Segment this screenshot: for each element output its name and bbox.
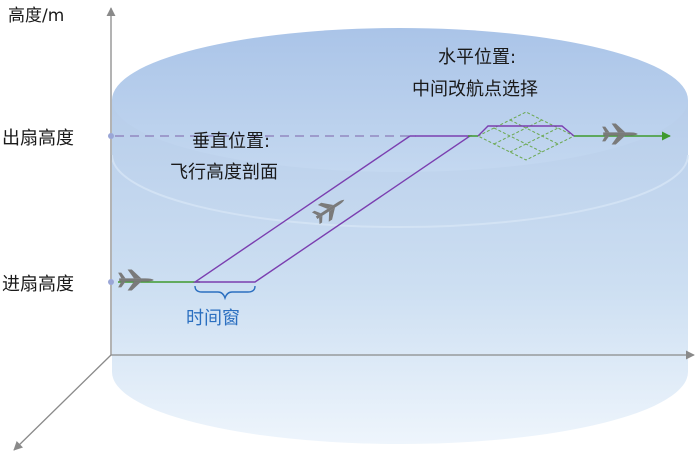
z-axis <box>13 354 112 451</box>
exit-height-label: 出扇高度 <box>2 128 74 149</box>
horizontal-position-title: 水平位置: <box>438 47 516 68</box>
horizontal-profile-path <box>477 125 575 137</box>
horizontal-position-desc: 中间改航点选择 <box>412 79 538 100</box>
y-axis-label: 高度/m <box>8 6 64 26</box>
exit-height-marker <box>108 133 114 139</box>
entry-height-marker <box>108 279 114 285</box>
entry-height-label: 进扇高度 <box>2 274 74 295</box>
sector-cylinder-band <box>111 154 689 228</box>
vertical-position-title: 垂直位置: <box>192 131 270 152</box>
time-window-bracket <box>194 285 256 301</box>
sector-cylinder-body <box>112 100 688 444</box>
time-window-label: 时间窗 <box>186 308 240 329</box>
vertical-position-desc: 飞行高度剖面 <box>170 162 278 183</box>
